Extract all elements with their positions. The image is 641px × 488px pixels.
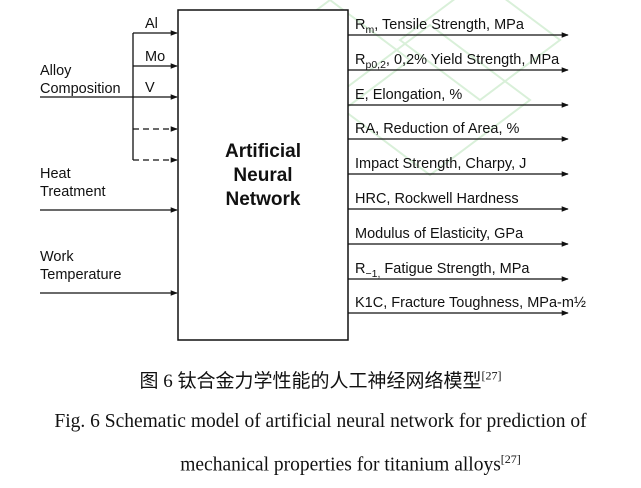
output-label: RA, Reduction of Area, % [355,121,520,137]
work-temperature-label-1: Work [40,249,74,265]
output-label: HRC, Rockwell Hardness [355,191,519,207]
output-label: K1C, Fracture Toughness, MPa-m½ [355,295,586,311]
caption-chinese-text: 图 6 钛合金力学性能的人工神经网络模型 [139,371,482,392]
ann-box-label-3: Network [226,189,301,210]
heat-treatment-label-2: Treatment [40,184,106,200]
alloy-composition-label-1: Alloy [40,63,72,79]
element-mo: Mo [145,49,165,65]
output-label: Rm, Tensile Strength, MPa [355,17,525,36]
output-label: Modulus of Elasticity, GPa [355,226,524,242]
caption-english-line2: mechanical properties for titanium alloy… [0,452,641,477]
output-label: Rp0,2, 0,2% Yield Strength, MPa [355,52,560,71]
ann-diagram: Artificial Neural Network Al Mo V Alloy … [40,0,586,341]
output-label: Impact Strength, Charpy, J [355,156,526,172]
work-temperature-label-2: Temperature [40,267,121,283]
caption-chinese: 图 6 钛合金力学性能的人工神经网络模型[27] [0,366,641,393]
caption-english-ref: [27] [500,452,521,466]
alloy-composition-label-2: Composition [40,81,121,97]
output-label: R−1, Fatigue Strength, MPa [355,261,530,280]
element-al: Al [145,16,158,32]
alloy-inputs [40,30,178,163]
caption-english-line1: Fig. 6 Schematic model of artificial neu… [54,411,587,432]
ann-box-label-1: Artificial [225,141,301,162]
ann-box [177,9,349,341]
element-v: V [145,80,155,96]
ann-box-label-2: Neural [233,165,292,186]
caption-chinese-ref: [27] [481,368,502,383]
caption-english-line2-text: mechanical properties for titanium alloy… [180,454,501,476]
output-label: E, Elongation, % [355,87,462,103]
heat-treatment-label-1: Heat [40,166,71,182]
